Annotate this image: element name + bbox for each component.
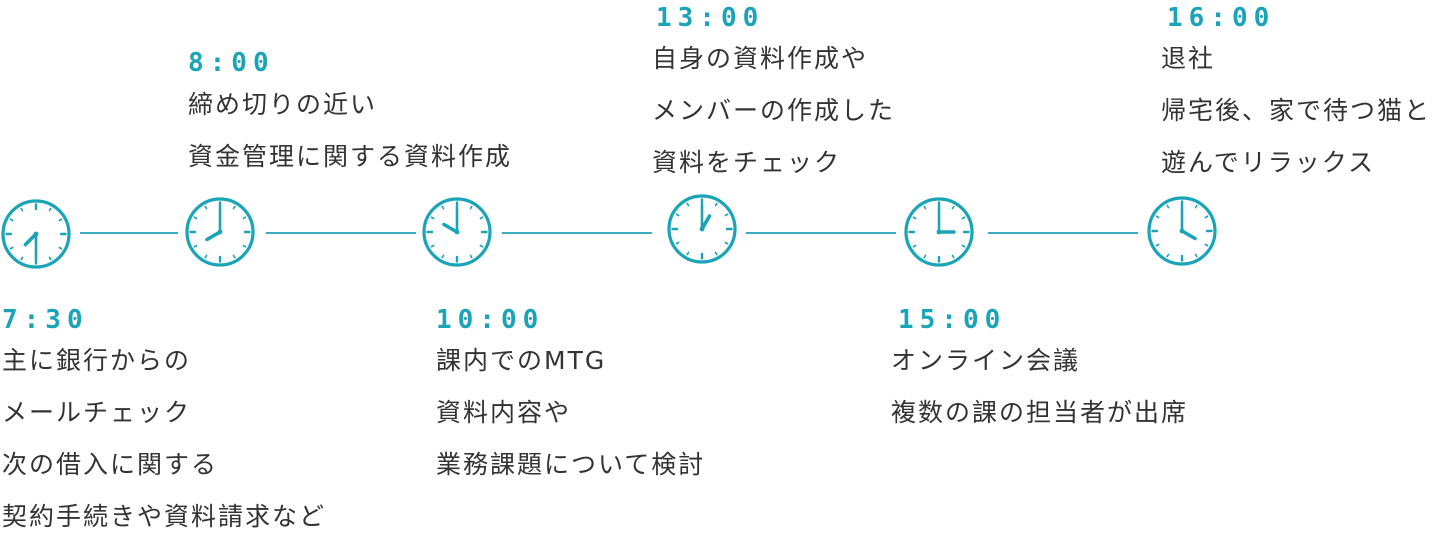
description-line: メールチェック [2,398,192,427]
event-description: 退社 帰宅後、家で待つ猫と 遊んでリラックス [1161,33,1431,189]
hour-hand [1180,229,1197,241]
description-line: 退社 [1161,44,1216,73]
event-description: 主に銀行からの メールチェック 次の借入に関する 契約手続きや資料請求など [2,335,326,543]
connector-line [502,232,652,234]
description-line: 複数の課の担当者が出席 [891,398,1189,427]
description-line: 遊んでリラックス [1161,148,1376,177]
connector-line [80,232,178,234]
hour-hand [205,230,222,242]
description-line: 資料をチェック [652,148,842,177]
hour-hand [23,232,38,247]
clock-icon [185,197,255,267]
event-time: 8:00 [188,48,275,78]
connector-line [746,232,896,234]
hour-hand [442,222,459,234]
clock-icon [667,194,737,264]
description-line: 自身の資料作成や [652,44,869,73]
event-time: 16:00 [1167,3,1276,33]
event-time: 15:00 [898,305,1007,335]
event-description: オンライン会議 複数の課の担当者が出席 [891,335,1188,439]
description-line: 主に銀行からの [2,346,192,375]
clock-icon [1,199,71,269]
description-line: 締め切りの近い [188,90,378,119]
event-time: 13:00 [656,3,765,33]
description-line: 帰宅後、家で待つ猫と [1161,96,1432,125]
event-description: 締め切りの近い 資金管理に関する資料作成 [188,79,512,183]
description-line: 課内でのMTG [436,346,607,375]
description-line: オンライン会議 [891,346,1081,375]
event-description: 課内でのMTG 資料内容や 業務課題について検討 [436,335,705,491]
clock-icon [422,197,492,267]
description-line: 契約手続きや資料請求など [2,502,327,531]
description-line: 業務課題について検討 [436,450,706,479]
clock-icon [1147,196,1217,266]
description-line: 次の借入に関する [2,450,219,479]
event-time: 10:00 [436,305,545,335]
event-description: 自身の資料作成や メンバーの作成した 資料をチェック [652,33,895,189]
event-time: 7:30 [2,305,89,335]
description-line: 資料内容や [436,398,572,427]
clock-icon [904,197,974,267]
connector-line [988,232,1138,234]
description-line: 資金管理に関する資料作成 [188,142,513,171]
description-line: メンバーの作成した [652,96,896,125]
connector-line [266,232,416,234]
